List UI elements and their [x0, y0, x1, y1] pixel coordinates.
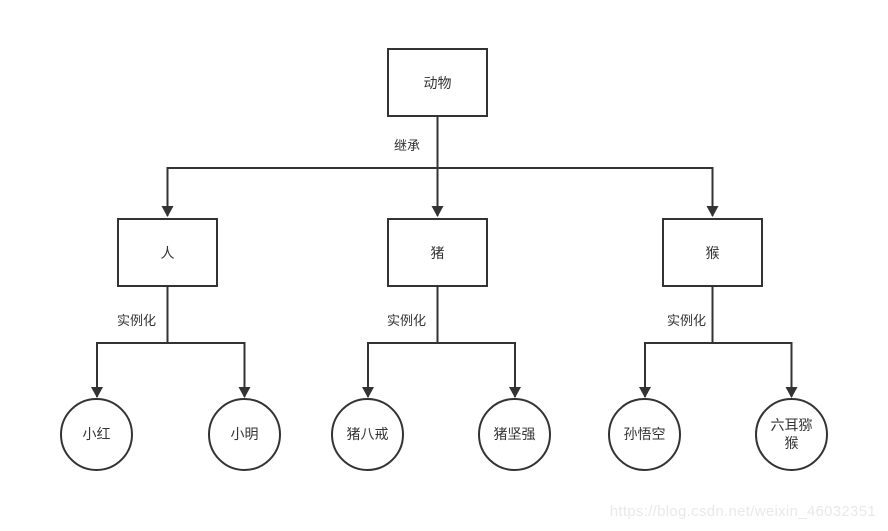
- node-instance-zhujianqiang: 猪坚强: [478, 398, 551, 471]
- instance-label-sunwukong: 孙悟空: [623, 425, 666, 442]
- node-instance-xiaohong: 小红: [60, 398, 133, 471]
- edge-label-instantiation-pig: 实例化: [386, 313, 426, 328]
- node-monkey-label: 猴: [705, 244, 720, 261]
- edge-label-inheritance: 继承: [393, 138, 420, 153]
- node-monkey-box: 猴: [662, 218, 763, 287]
- node-instance-zhubajie: 猪八戒: [331, 398, 404, 471]
- instance-label-xiaoming: 小明: [230, 425, 259, 442]
- instance-label-zhubajie: 猪八戒: [346, 425, 389, 442]
- node-instance-sunwukong: 孙悟空: [608, 398, 681, 471]
- instance-label-xiaohong: 小红: [82, 425, 111, 442]
- instance-label-zhujianqiang: 猪坚强: [493, 425, 536, 442]
- node-pig-box: 猪: [387, 218, 488, 287]
- node-instance-xiaoming: 小明: [208, 398, 281, 471]
- edge-label-instantiation-person: 实例化: [116, 313, 156, 328]
- node-animal-box: 动物: [387, 48, 488, 117]
- node-animal-label: 动物: [423, 74, 452, 91]
- node-pig-label: 猪: [430, 244, 445, 261]
- watermark-text: https://blog.csdn.net/weixin_46032351: [609, 503, 876, 520]
- edge-label-instantiation-monkey: 实例化: [666, 313, 706, 328]
- instance-label-liuermihou: 六耳猕猴: [770, 417, 813, 451]
- node-person-box: 人: [117, 218, 218, 287]
- node-person-label: 人: [160, 244, 175, 261]
- node-instance-liuermihou: 六耳猕猴: [755, 398, 828, 471]
